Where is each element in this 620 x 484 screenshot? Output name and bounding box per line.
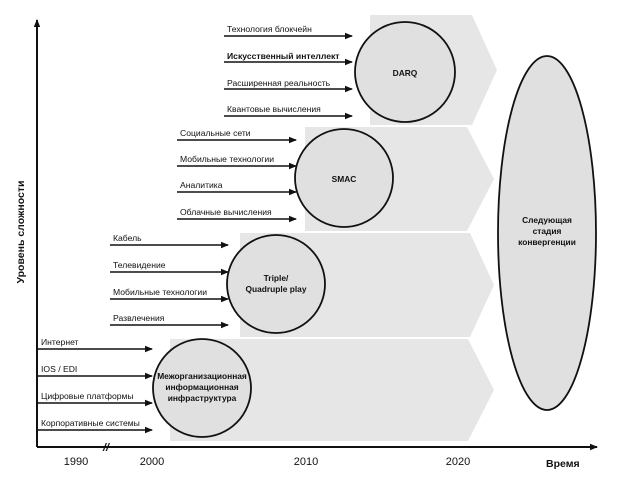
triple-item-1: Кабель [113, 233, 142, 243]
infra-item-1: Интернет [41, 337, 79, 347]
tick-2000: 2000 [140, 456, 164, 468]
smac-label: SMAC [332, 174, 357, 184]
darq-label: DARQ [393, 68, 418, 78]
stage-infrastructure: Интернет IOS / EDI Цифровые платформы Ко… [37, 337, 252, 438]
triple-item-2: Телевидение [113, 260, 166, 270]
darq-item-3: Расширенная реальность [227, 78, 331, 88]
darq-item-1: Технология блокчейн [227, 24, 312, 34]
infrastructure-circle [152, 338, 252, 438]
tick-2020: 2020 [446, 456, 470, 468]
infra-item-3: Цифровые платформы [41, 391, 134, 401]
darq-item-2: Искусственный интеллект [227, 51, 340, 61]
tick-2010: 2010 [294, 456, 318, 468]
smac-item-1: Социальные сети [180, 128, 251, 138]
tick-1990: 1990 [64, 456, 88, 468]
stage-triple-play: Кабель Телевидение Мобильные технологии … [110, 233, 326, 334]
smac-item-4: Облачные вычисления [180, 207, 272, 217]
final-stage-line-1: Следующая [522, 215, 572, 225]
stage-darq: Технология блокчейн Искусственный интелл… [224, 21, 456, 123]
triple-play-label-line-2: Quadruple play [246, 284, 307, 294]
infrastructure-label-line-3: инфраструктура [168, 393, 237, 403]
smac-circle [294, 128, 394, 228]
darq-circle [354, 21, 456, 123]
final-stage-line-3: конвергенции [518, 237, 576, 247]
x-axis-title: Время [546, 458, 580, 470]
infra-item-2: IOS / EDI [41, 364, 77, 374]
infrastructure-label-line-2: информационная [165, 382, 238, 392]
final-stage-ellipse [497, 55, 597, 411]
stage-smac: Социальные сети Мобильные технологии Ана… [177, 128, 394, 228]
infra-item-4: Корпоративные системы [41, 418, 140, 428]
final-stage-line-2: стадия [533, 226, 562, 236]
axis-break-mark: // [102, 442, 111, 454]
triple-item-3: Мобильные технологии [113, 287, 207, 297]
y-axis-title: Уровень сложности [15, 181, 27, 284]
infrastructure-label-line-1: Межорганизационная [157, 371, 247, 381]
triple-play-label-line-1: Triple/ [264, 273, 289, 283]
smac-item-3: Аналитика [180, 180, 223, 190]
band-infrastructure [170, 339, 494, 441]
smac-item-2: Мобильные технологии [180, 154, 274, 164]
triple-item-4: Развлечения [113, 313, 165, 323]
darq-item-4: Квантовые вычисления [227, 104, 321, 114]
triple-play-circle [226, 234, 326, 334]
